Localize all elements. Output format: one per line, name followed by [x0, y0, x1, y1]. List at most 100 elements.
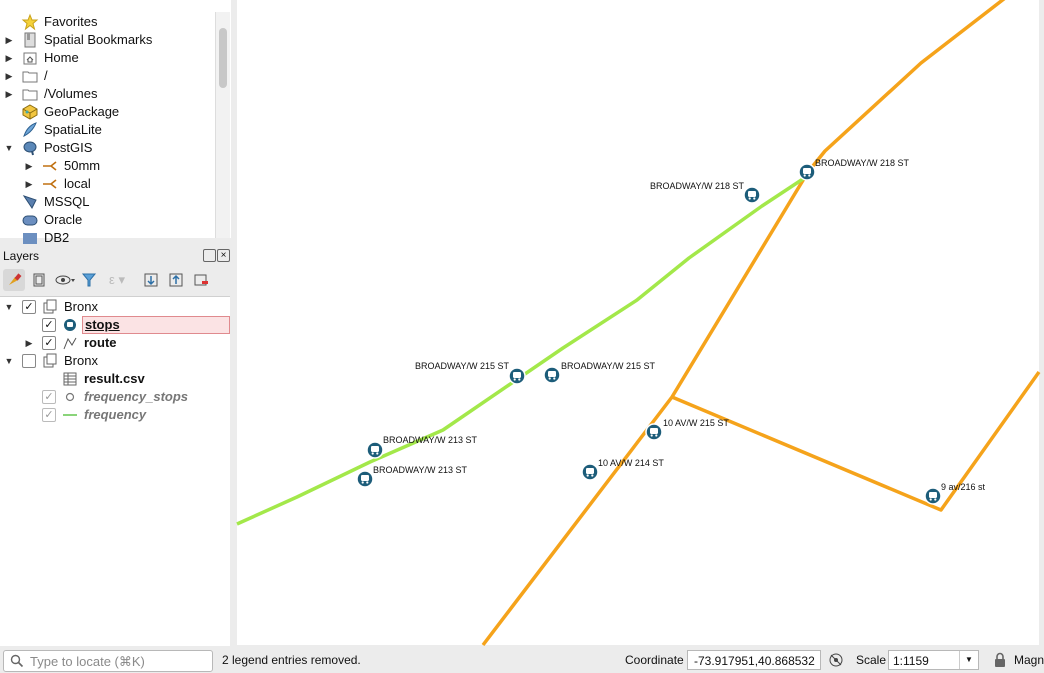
bus-stop-icon[interactable] — [645, 423, 663, 441]
expand-arrow-icon[interactable]: ▶ — [25, 160, 33, 171]
expand-arrow-icon[interactable]: ▶ — [5, 34, 13, 45]
bus-stop-icon[interactable] — [581, 463, 599, 481]
float-panel-icon[interactable] — [203, 249, 216, 262]
scale-label: Scale — [856, 653, 887, 667]
point-layer-icon — [62, 317, 78, 333]
expand-all-icon[interactable] — [140, 269, 162, 291]
browser-item[interactable]: ▶/ — [0, 67, 214, 85]
postgis-elephant-icon — [22, 140, 38, 156]
scale-combobox[interactable]: 1:1159 ▼ — [888, 650, 979, 670]
browser-item-label: /Volumes — [44, 86, 98, 101]
expand-arrow-icon[interactable]: ▶ — [5, 88, 13, 99]
bus-stop-icon[interactable] — [356, 470, 374, 488]
bus-stop-icon[interactable] — [508, 367, 526, 385]
layer-row[interactable]: ✓stops — [0, 316, 230, 334]
remove-layer-icon[interactable] — [190, 269, 212, 291]
expand-arrow-icon[interactable]: ▶ — [5, 52, 13, 63]
stop-label: BROADWAY/W 213 ST — [373, 465, 468, 475]
bus-stop-icon[interactable] — [743, 186, 761, 204]
layer-visibility-checkbox[interactable]: ✓ — [42, 390, 56, 404]
collapse-arrow-icon[interactable]: ▼ — [4, 356, 14, 366]
browser-item[interactable]: DB2 — [0, 229, 214, 247]
layers-panel-title: Layers — [3, 249, 40, 263]
collapse-all-icon[interactable] — [165, 269, 187, 291]
coordinate-label: Coordinate — [625, 653, 684, 667]
layer-visibility-checkbox[interactable]: ✓ — [22, 300, 36, 314]
visibility-eye-icon[interactable] — [54, 269, 76, 291]
layer-visibility-checkbox[interactable]: ✓ — [42, 318, 56, 332]
layer-row[interactable]: ✓frequency_stops — [0, 388, 230, 406]
browser-item[interactable]: GeoPackage — [0, 103, 214, 121]
browser-item[interactable]: ▶Spatial Bookmarks — [0, 31, 214, 49]
add-group-icon[interactable] — [28, 269, 50, 291]
browser-item[interactable]: SpatiaLite — [0, 121, 214, 139]
layer-name: route — [84, 335, 117, 350]
stop-label: 9 av/216 st — [941, 482, 986, 492]
browser-item[interactable]: Oracle — [0, 211, 214, 229]
layer-group-row[interactable]: ▼ Bronx — [0, 352, 230, 370]
layer-name: result.csv — [84, 371, 145, 386]
stop-label: 10 AV/W 214 ST — [598, 458, 664, 468]
route-line-green — [236, 171, 813, 526]
filter-expression-icon[interactable]: ε ▾ — [109, 272, 125, 287]
layer-visibility-checkbox[interactable] — [22, 354, 36, 368]
oracle-icon — [22, 212, 38, 228]
close-panel-icon[interactable]: × — [217, 249, 230, 262]
chevron-down-icon[interactable]: ▼ — [959, 651, 978, 669]
expand-arrow-icon[interactable]: ▶ — [5, 70, 13, 81]
route-line-orange — [671, 370, 1041, 512]
bus-stop-icon[interactable] — [543, 366, 561, 384]
locator-input[interactable] — [28, 653, 212, 670]
browser-item-label: PostGIS — [44, 140, 93, 155]
search-icon — [10, 654, 24, 671]
mssql-icon — [22, 194, 38, 210]
style-panel-icon[interactable] — [3, 269, 25, 291]
bus-stop-icon[interactable] — [798, 163, 816, 181]
home-folder-icon — [22, 50, 38, 66]
spatialite-icon — [22, 122, 38, 138]
layer-name: Bronx — [64, 299, 98, 314]
browser-scrollbar[interactable] — [215, 12, 230, 238]
locator-bar[interactable] — [3, 650, 213, 672]
expand-arrow-icon[interactable]: ▶ — [25, 337, 33, 348]
browser-item[interactable]: ▶Home — [0, 49, 214, 67]
stop-label: BROADWAY/W 218 ST — [650, 181, 745, 191]
connection-icon — [42, 176, 58, 192]
browser-item[interactable]: ▶ 50mm — [0, 157, 214, 175]
browser-item[interactable]: ▶ /Volumes — [0, 85, 214, 103]
star-icon — [21, 13, 39, 31]
browser-item[interactable]: ▼ PostGIS — [0, 139, 214, 157]
browser-item[interactable]: MSSQL — [0, 193, 214, 211]
status-message: 2 legend entries removed. — [222, 653, 361, 667]
browser-item-label: 50mm — [64, 158, 101, 173]
layer-name: Bronx — [64, 353, 98, 368]
layer-visibility-checkbox[interactable]: ✓ — [42, 408, 56, 422]
scrollbar-thumb[interactable] — [219, 28, 227, 88]
collapse-arrow-icon[interactable]: ▼ — [4, 302, 14, 312]
browser-item-label: / — [44, 68, 48, 83]
bus-stop-icon[interactable] — [924, 487, 942, 505]
collapse-arrow-icon[interactable]: ▼ — [4, 143, 14, 153]
browser-item-label: MSSQL — [44, 194, 90, 209]
layer-row[interactable]: result.csv — [0, 370, 230, 388]
layer-row[interactable]: ▶ ✓ route — [0, 334, 230, 352]
browser-item[interactable]: ▶local — [0, 175, 214, 193]
layer-visibility-checkbox[interactable]: ✓ — [42, 336, 56, 350]
bus-stop-icon[interactable] — [366, 441, 384, 459]
lock-scale-icon[interactable] — [993, 652, 1007, 671]
left-panel: Favorites▶Spatial Bookmarks▶Home▶/▶/Volu… — [0, 0, 231, 646]
browser-item[interactable]: Favorites — [0, 13, 214, 31]
layer-row[interactable]: ✓frequency — [0, 406, 230, 424]
stop-label: BROADWAY/W 213 ST — [383, 435, 478, 445]
toggle-extents-icon[interactable] — [828, 652, 844, 671]
coordinate-field[interactable]: -73.917951,40.868532 — [687, 650, 821, 670]
browser-item-label: Oracle — [44, 212, 83, 227]
expand-arrow-icon[interactable]: ▶ — [25, 178, 33, 189]
layer-group-row[interactable]: ▼ ✓ Bronx — [0, 298, 230, 316]
browser-item-label: Favorites — [44, 14, 98, 29]
filter-legend-icon[interactable] — [78, 269, 100, 291]
stop-label: 10 AV/W 215 ST — [663, 418, 729, 428]
folder-icon — [22, 86, 38, 102]
